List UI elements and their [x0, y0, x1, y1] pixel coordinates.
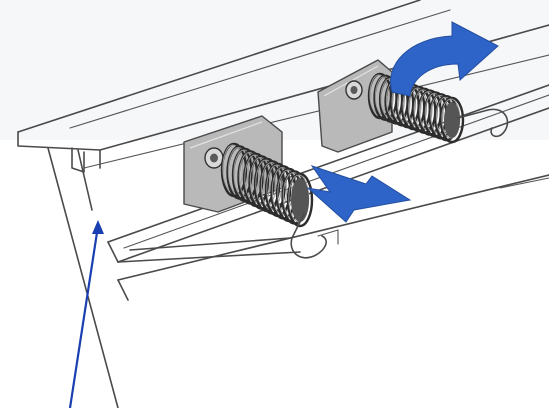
channel-front [71, 147, 85, 173]
leader-arrowhead [92, 220, 104, 234]
side-wall-outer [47, 147, 119, 408]
shelf-inner-lip [123, 94, 549, 249]
spring-left [220, 142, 314, 228]
spring-right-hook [457, 108, 509, 138]
spring-left-end-cap [291, 178, 309, 222]
leader-line [68, 225, 100, 408]
spring-left-hook [290, 213, 327, 259]
base-rail-right-return [499, 177, 549, 189]
curved-arrow-icon [390, 21, 499, 97]
spring-left-coil [286, 172, 314, 228]
push-arrow-icon [306, 165, 412, 223]
base-rail-front [117, 279, 129, 301]
bracket-plate-right [317, 59, 393, 153]
shelf-left-end [107, 241, 119, 263]
lower-bar-bottom [117, 251, 301, 263]
spring-right-coil [439, 96, 465, 144]
channel-back [83, 54, 549, 169]
shelf-upper [107, 84, 549, 243]
side-wall-inner [77, 149, 93, 211]
spring-left-hook-tip [317, 229, 339, 245]
top-rail-upper-edge [17, 0, 421, 133]
spring-right-end-cap [444, 102, 460, 138]
base-rail-top [117, 174, 549, 281]
lower-bar-top [129, 237, 291, 251]
top-rail-back-line [69, 9, 451, 129]
